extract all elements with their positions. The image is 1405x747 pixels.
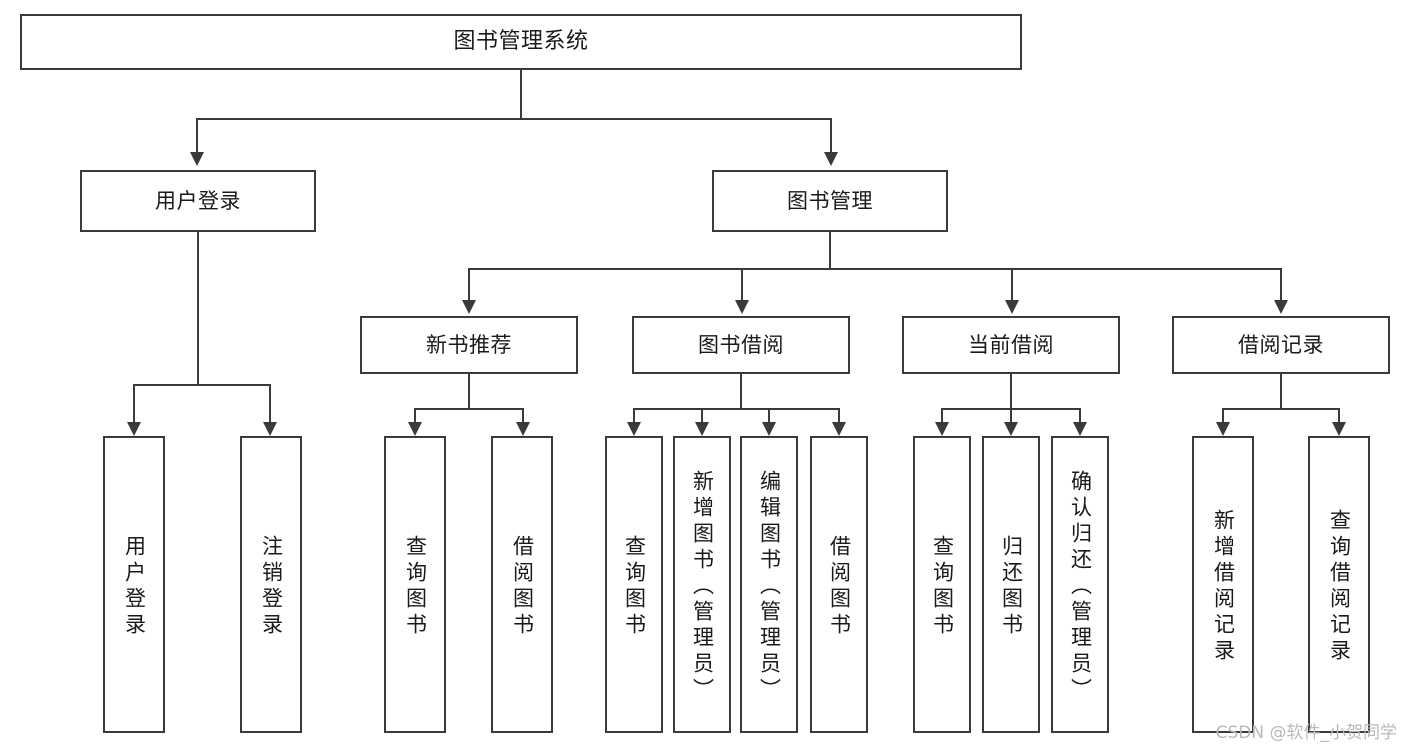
node-label: 查询图书 (403, 534, 428, 639)
connector-book-borrow-drop-1 (633, 408, 635, 422)
node-label: 图书管理 (787, 188, 873, 213)
connector-borrow-record-stem (1280, 374, 1282, 408)
arrowhead-current-borrow-leaf-2 (1004, 422, 1018, 436)
node-label: 图书管理系统 (453, 29, 589, 55)
connector-current-borrow-drop-2 (1010, 408, 1012, 422)
node-label: 新书推荐 (426, 332, 512, 357)
connector-new-book-stem (468, 374, 470, 408)
leaf-book-borrow-add[interactable]: 新增图书（管理员） (673, 436, 731, 733)
leaf-new-book-borrow[interactable]: 借阅图书 (491, 436, 553, 733)
arrowhead-to-user-login (190, 152, 204, 166)
arrowhead-to-book-borrow (735, 300, 749, 314)
node-label: 查询图书 (622, 534, 647, 639)
connector-user-login-drop-2 (269, 384, 271, 422)
connector-book-borrow-drop-3 (768, 408, 770, 422)
leaf-user-login-logout[interactable]: 注销登录 (240, 436, 302, 733)
arrowhead-current-borrow-leaf-1 (935, 422, 949, 436)
node-label: 图书借阅 (698, 332, 784, 357)
connector-root-bar (196, 118, 832, 120)
node-borrow-record[interactable]: 借阅记录 (1172, 316, 1390, 374)
arrowhead-borrow-record-leaf-1 (1216, 422, 1230, 436)
leaf-book-borrow-query[interactable]: 查询图书 (605, 436, 663, 733)
node-label: 编辑图书（管理员） (757, 469, 782, 704)
leaf-borrow-record-add[interactable]: 新增借阅记录 (1192, 436, 1254, 733)
connector-book-manage-drop-1 (468, 268, 470, 300)
leaf-current-borrow-return[interactable]: 归还图书 (982, 436, 1040, 733)
arrowhead-new-book-leaf-1 (408, 422, 422, 436)
node-label: 确认归还（管理员） (1068, 469, 1093, 704)
arrowhead-book-borrow-leaf-2 (695, 422, 709, 436)
node-label: 查询借阅记录 (1327, 508, 1352, 665)
connector-user-login-bar (133, 384, 269, 386)
arrowhead-book-borrow-leaf-4 (832, 422, 846, 436)
leaf-current-borrow-query[interactable]: 查询图书 (913, 436, 971, 733)
connector-current-borrow-drop-1 (941, 408, 943, 422)
node-label: 新增图书（管理员） (690, 469, 715, 704)
connector-new-book-drop-1 (414, 408, 416, 422)
node-label: 归还图书 (999, 534, 1024, 639)
connector-book-manage-drop-4 (1280, 268, 1282, 300)
node-label: 新增借阅记录 (1211, 508, 1236, 665)
connector-book-borrow-drop-4 (838, 408, 840, 422)
arrowhead-book-borrow-leaf-1 (627, 422, 641, 436)
connector-to-book-manage (830, 118, 832, 152)
arrowhead-to-current-borrow (1005, 300, 1019, 314)
arrowhead-borrow-record-leaf-2 (1332, 422, 1346, 436)
node-user-login[interactable]: 用户登录 (80, 170, 316, 232)
node-new-book[interactable]: 新书推荐 (360, 316, 578, 374)
connector-new-book-bar (414, 408, 524, 410)
connector-book-manage-drop-3 (1011, 268, 1013, 300)
connector-book-borrow-stem (740, 374, 742, 408)
connector-current-borrow-drop-3 (1079, 408, 1081, 422)
node-label: 借阅图书 (827, 534, 852, 639)
node-label: 用户登录 (122, 534, 147, 639)
connector-user-login-stem (197, 232, 199, 384)
connector-borrow-record-bar (1222, 408, 1340, 410)
leaf-new-book-query[interactable]: 查询图书 (384, 436, 446, 733)
connector-borrow-record-drop-1 (1222, 408, 1224, 422)
connector-root-stem (520, 70, 522, 118)
leaf-book-borrow-edit[interactable]: 编辑图书（管理员） (740, 436, 798, 733)
connector-borrow-record-drop-2 (1338, 408, 1340, 422)
arrowhead-current-borrow-leaf-3 (1073, 422, 1087, 436)
connector-user-login-drop-1 (133, 384, 135, 422)
connector-book-borrow-drop-2 (701, 408, 703, 422)
leaf-borrow-record-query[interactable]: 查询借阅记录 (1308, 436, 1370, 733)
connector-book-manage-stem (829, 232, 831, 268)
node-label: 当前借阅 (968, 332, 1054, 357)
arrowhead-new-book-leaf-2 (516, 422, 530, 436)
connector-new-book-drop-2 (522, 408, 524, 422)
node-root-system[interactable]: 图书管理系统 (20, 14, 1022, 70)
leaf-current-borrow-confirm[interactable]: 确认归还（管理员） (1051, 436, 1109, 733)
node-label: 查询图书 (930, 534, 955, 639)
connector-book-manage-drop-2 (741, 268, 743, 300)
node-label: 借阅图书 (510, 534, 535, 639)
node-book-borrow[interactable]: 图书借阅 (632, 316, 850, 374)
connector-book-borrow-bar (633, 408, 839, 410)
leaf-user-login-login[interactable]: 用户登录 (103, 436, 165, 733)
node-current-borrow[interactable]: 当前借阅 (902, 316, 1120, 374)
node-book-manage[interactable]: 图书管理 (712, 170, 948, 232)
arrowhead-to-new-book (462, 300, 476, 314)
connector-to-user-login (196, 118, 198, 152)
arrowhead-user-login-leaf-1 (127, 422, 141, 436)
arrowhead-book-borrow-leaf-3 (762, 422, 776, 436)
arrowhead-to-borrow-record (1274, 300, 1288, 314)
arrowhead-to-book-manage (824, 152, 838, 166)
node-label: 注销登录 (259, 534, 284, 639)
node-label: 用户登录 (155, 188, 241, 213)
connector-current-borrow-stem (1010, 374, 1012, 408)
leaf-book-borrow-lend[interactable]: 借阅图书 (810, 436, 868, 733)
connector-book-manage-bar (468, 268, 1280, 270)
node-label: 借阅记录 (1238, 332, 1324, 357)
arrowhead-user-login-leaf-2 (263, 422, 277, 436)
